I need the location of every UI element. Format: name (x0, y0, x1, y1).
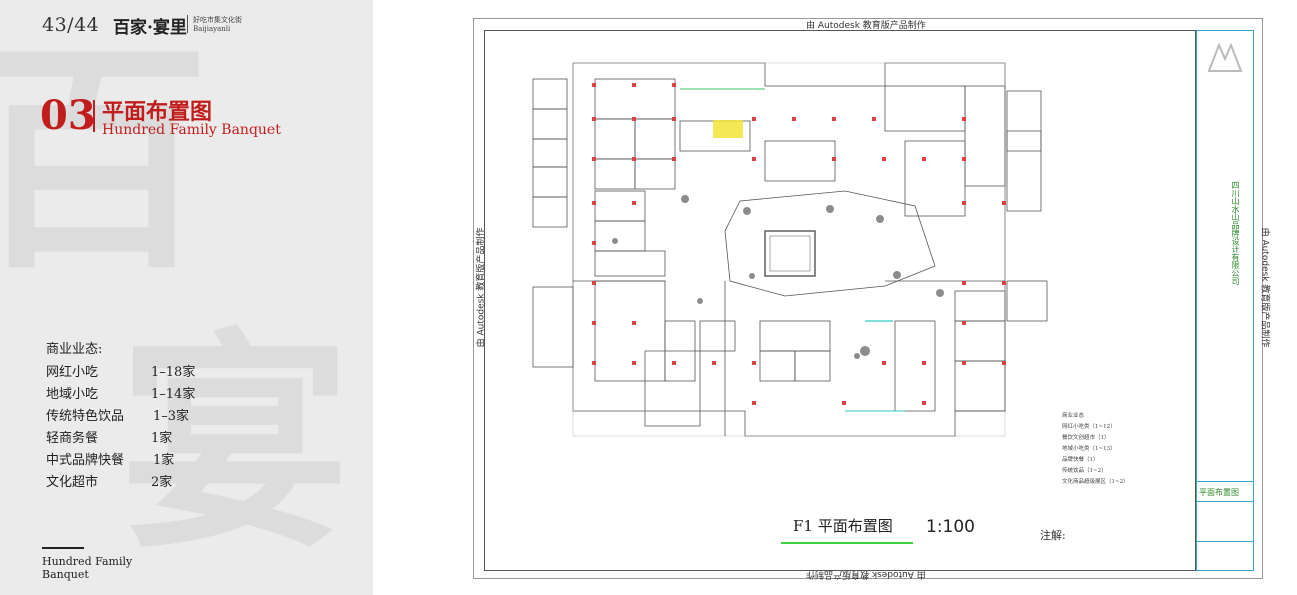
legend-item: 传统饮品（1~2） (1062, 468, 1107, 474)
scale-underline (781, 542, 913, 544)
drawing-scale: 1:100 (926, 517, 975, 537)
legend-item: 网红小吃类（1~12） (1062, 424, 1116, 430)
section-divider (93, 100, 95, 132)
legend-item: 地域小吃类（1~13） (1062, 446, 1116, 452)
floor-plan-sheet: 由 Autodesk 教育版产品制作 由 Autodesk 教育版产品制作 由 … (473, 18, 1269, 579)
title-block: 四川山水山品牌设计有限公司 平面布置图 (1196, 30, 1254, 571)
title-block-rule (1197, 481, 1253, 482)
sheet-title: 平面布置图 (1199, 488, 1239, 497)
decor-character: 百 (0, 19, 211, 301)
footer-rule (42, 547, 84, 549)
business-heading: 商业业态: (46, 342, 103, 357)
project-name: 四川山水山品牌设计有限公司 (1231, 181, 1240, 285)
page-number: 43/44 (42, 14, 100, 36)
legend-item: 商业业态 (1062, 413, 1085, 419)
legend-item: 餐饮文创超市（1） (1062, 435, 1110, 441)
legend: 商业业态 网红小吃类（1~12） 餐饮文创超市（1） 地域小吃类（1~13） 品… (1062, 411, 1129, 488)
brand-tagline: 好吃市集文化街 Baijiayanli (193, 16, 242, 33)
brand-logo: 百家·宴里 (113, 18, 187, 38)
legend-item: 文化商品超级展区（1~2） (1062, 479, 1129, 485)
title-block-rule (1197, 501, 1253, 502)
drawing-frame: 商业业态 网红小吃类（1~12） 餐饮文创超市（1） 地域小吃类（1~13） 品… (484, 30, 1196, 571)
company-logo-icon (1207, 42, 1243, 72)
section-title: 平面布置图 (102, 99, 213, 125)
brand-divider (187, 15, 188, 33)
decor-character: 宴 (120, 310, 351, 580)
watermark-top: 由 Autodesk 教育版产品制作 (806, 21, 926, 31)
info-panel: 百 宴 43/44 百家·宴里 好吃市集文化街 Baijiayanli 03 平… (0, 0, 373, 595)
title-block-rule (1197, 541, 1253, 542)
floor-plan-drawing (532, 62, 1048, 437)
drawing-label: F1 平面布置图 (793, 517, 893, 535)
footer-caption: Hundred Family Banquet (42, 555, 133, 581)
legend-item: 品牌快餐（1） (1062, 457, 1099, 463)
note-label: 注解: (1040, 529, 1066, 542)
section-subtitle: Hundred Family Banquet (102, 122, 281, 138)
watermark-right: 由 Autodesk 教育版产品制作 (1259, 227, 1270, 348)
section-number: 03 (40, 92, 96, 139)
